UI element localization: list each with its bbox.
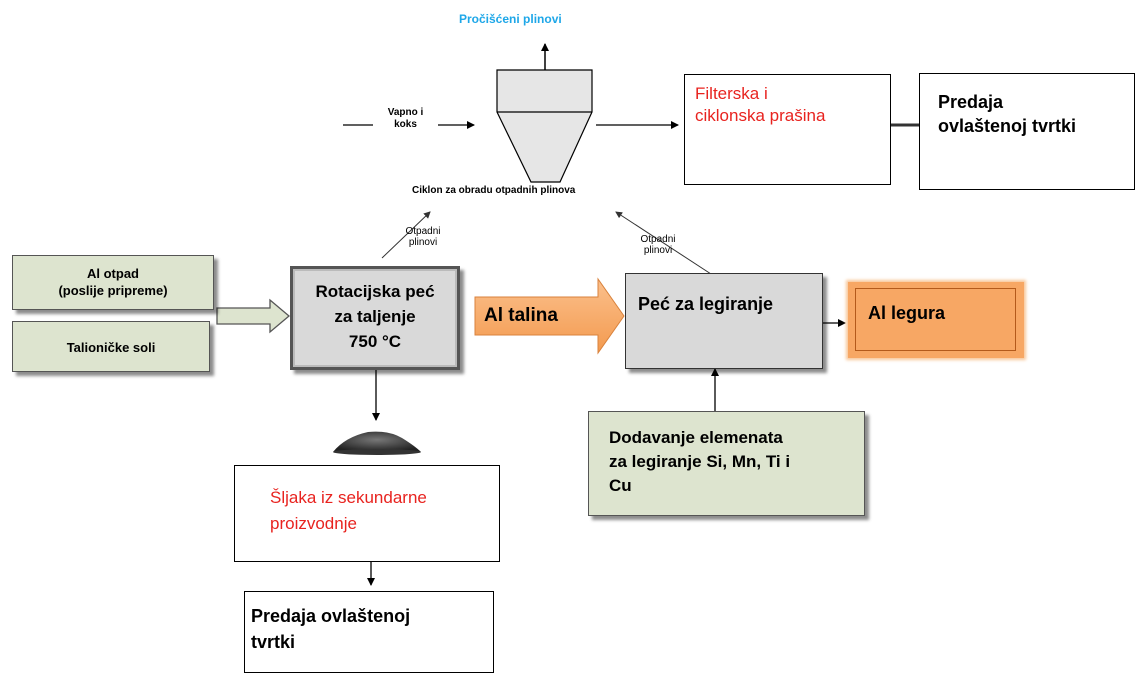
clean-gases-label: Pročišćeni plinovi <box>459 12 562 26</box>
rotary-furnace-line2: za taljenje <box>334 307 416 326</box>
waste-gases-right-arrow <box>615 211 712 275</box>
alloying-furnace-label: Peć za legiranje <box>638 294 774 314</box>
lime-coke-label: Vapno i koks <box>373 107 438 131</box>
waste-gases-left-arrow <box>381 211 431 259</box>
al-melt-arrow <box>474 277 625 355</box>
al-alloy-label: Al legura <box>868 303 946 323</box>
waste-gases-left-label: Otpadni plinovi <box>398 226 448 248</box>
waste-gases-right-line2: plinovi <box>643 245 673 256</box>
slag-line2: proizvodnje <box>270 514 357 533</box>
lime-coke-line2: koks <box>394 119 417 130</box>
alloying-furnace-box: Peć za legiranje <box>625 273 823 369</box>
alloying-elements-line3: Cu <box>609 476 632 495</box>
salts-label: Talioničke soli <box>66 340 156 355</box>
al-scrap-line2: (poslije pripreme) <box>58 283 168 298</box>
rotary-furnace-box: Rotacijska peć za taljenje 750 °C <box>290 266 460 370</box>
alloying-elements-line1: Dodavanje elemenata <box>609 428 783 447</box>
al-scrap-line1: Al otpad <box>87 266 139 281</box>
handover-bottom-line2: tvrtki <box>251 632 296 652</box>
salts-box: Talioničke soli <box>12 321 210 372</box>
rotary-furnace-line1: Rotacijska peć <box>315 282 435 301</box>
al-alloy-box: Al legura <box>848 282 1024 358</box>
alloying-elements-line2: za legiranje Si, Mn, Ti i <box>609 452 791 471</box>
waste-gases-right-label: Otpadni plinovi <box>633 234 683 256</box>
rotary-furnace-line3: 750 °C <box>348 332 402 351</box>
filter-dust-box: Filterska i ciklonska prašina <box>684 74 891 185</box>
waste-gases-left-line2: plinovi <box>408 237 438 248</box>
al-melt-label: Al talina <box>484 305 558 326</box>
handover-bottom-box: Predaja ovlaštenoj tvrtki <box>244 591 494 673</box>
handover-top-line1: Predaja <box>938 92 1004 112</box>
lime-coke-line1: Vapno i <box>387 107 424 118</box>
handover-top-line2: ovlaštenoj tvrtki <box>938 116 1077 136</box>
slag-box: Šljaka iz sekundarne proizvodnje <box>234 465 500 562</box>
slag-pile-icon <box>333 431 421 455</box>
input-arrow <box>216 298 291 334</box>
al-alloy-inner: Al legura <box>855 288 1016 351</box>
filter-dust-line2: ciklonska prašina <box>695 106 826 125</box>
filter-dust-line1: Filterska i <box>695 84 768 103</box>
alloying-elements-box: Dodavanje elemenata za legiranje Si, Mn,… <box>588 411 865 516</box>
handover-bottom-line1: Predaja ovlaštenoj <box>251 606 411 626</box>
cyclone-label: Ciklon za obradu otpadnih plinova <box>412 185 576 196</box>
waste-gases-right-line1: Otpadni <box>640 234 676 245</box>
al-scrap-box: Al otpad (poslije pripreme) <box>12 255 214 310</box>
cyclone-shape <box>496 69 593 183</box>
handover-top-box: Predaja ovlaštenoj tvrtki <box>919 73 1135 190</box>
slag-line1: Šljaka iz sekundarne <box>270 488 427 507</box>
waste-gases-left-line1: Otpadni <box>405 226 441 237</box>
